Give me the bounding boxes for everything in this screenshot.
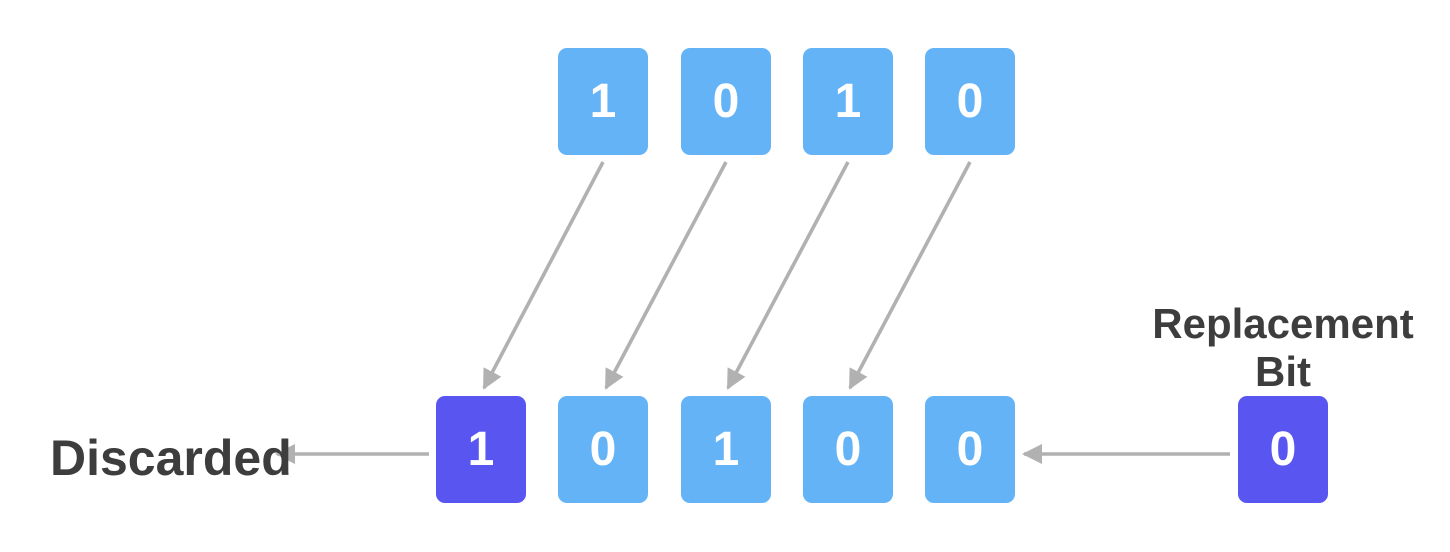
replacement-bit-label-line1: Replacement	[1152, 300, 1414, 347]
bottom-bit-3: 1	[681, 396, 771, 503]
top-bit-1: 1	[558, 48, 648, 155]
replacement-bit-label-line2: Bit	[1255, 347, 1311, 395]
bottom-bit-2: 0	[558, 396, 648, 503]
top-bit-2: 0	[681, 48, 771, 155]
shift-arrow-3	[726, 161, 850, 390]
bottom-bit-4: 0	[803, 396, 893, 503]
top-bit-4: 0	[925, 48, 1015, 155]
shift-arrow-2	[604, 161, 728, 390]
shift-arrow-4	[848, 161, 972, 390]
top-bit-3: 1	[803, 48, 893, 155]
bottom-bit-discarded: 1	[436, 396, 526, 503]
shift-arrow-1	[482, 161, 605, 390]
replacement-bit-label: Replacement Bit	[1123, 300, 1443, 396]
replacement-bit-box: 0	[1238, 396, 1328, 503]
discarded-label: Discarded	[50, 430, 292, 486]
bottom-bit-5: 0	[925, 396, 1015, 503]
